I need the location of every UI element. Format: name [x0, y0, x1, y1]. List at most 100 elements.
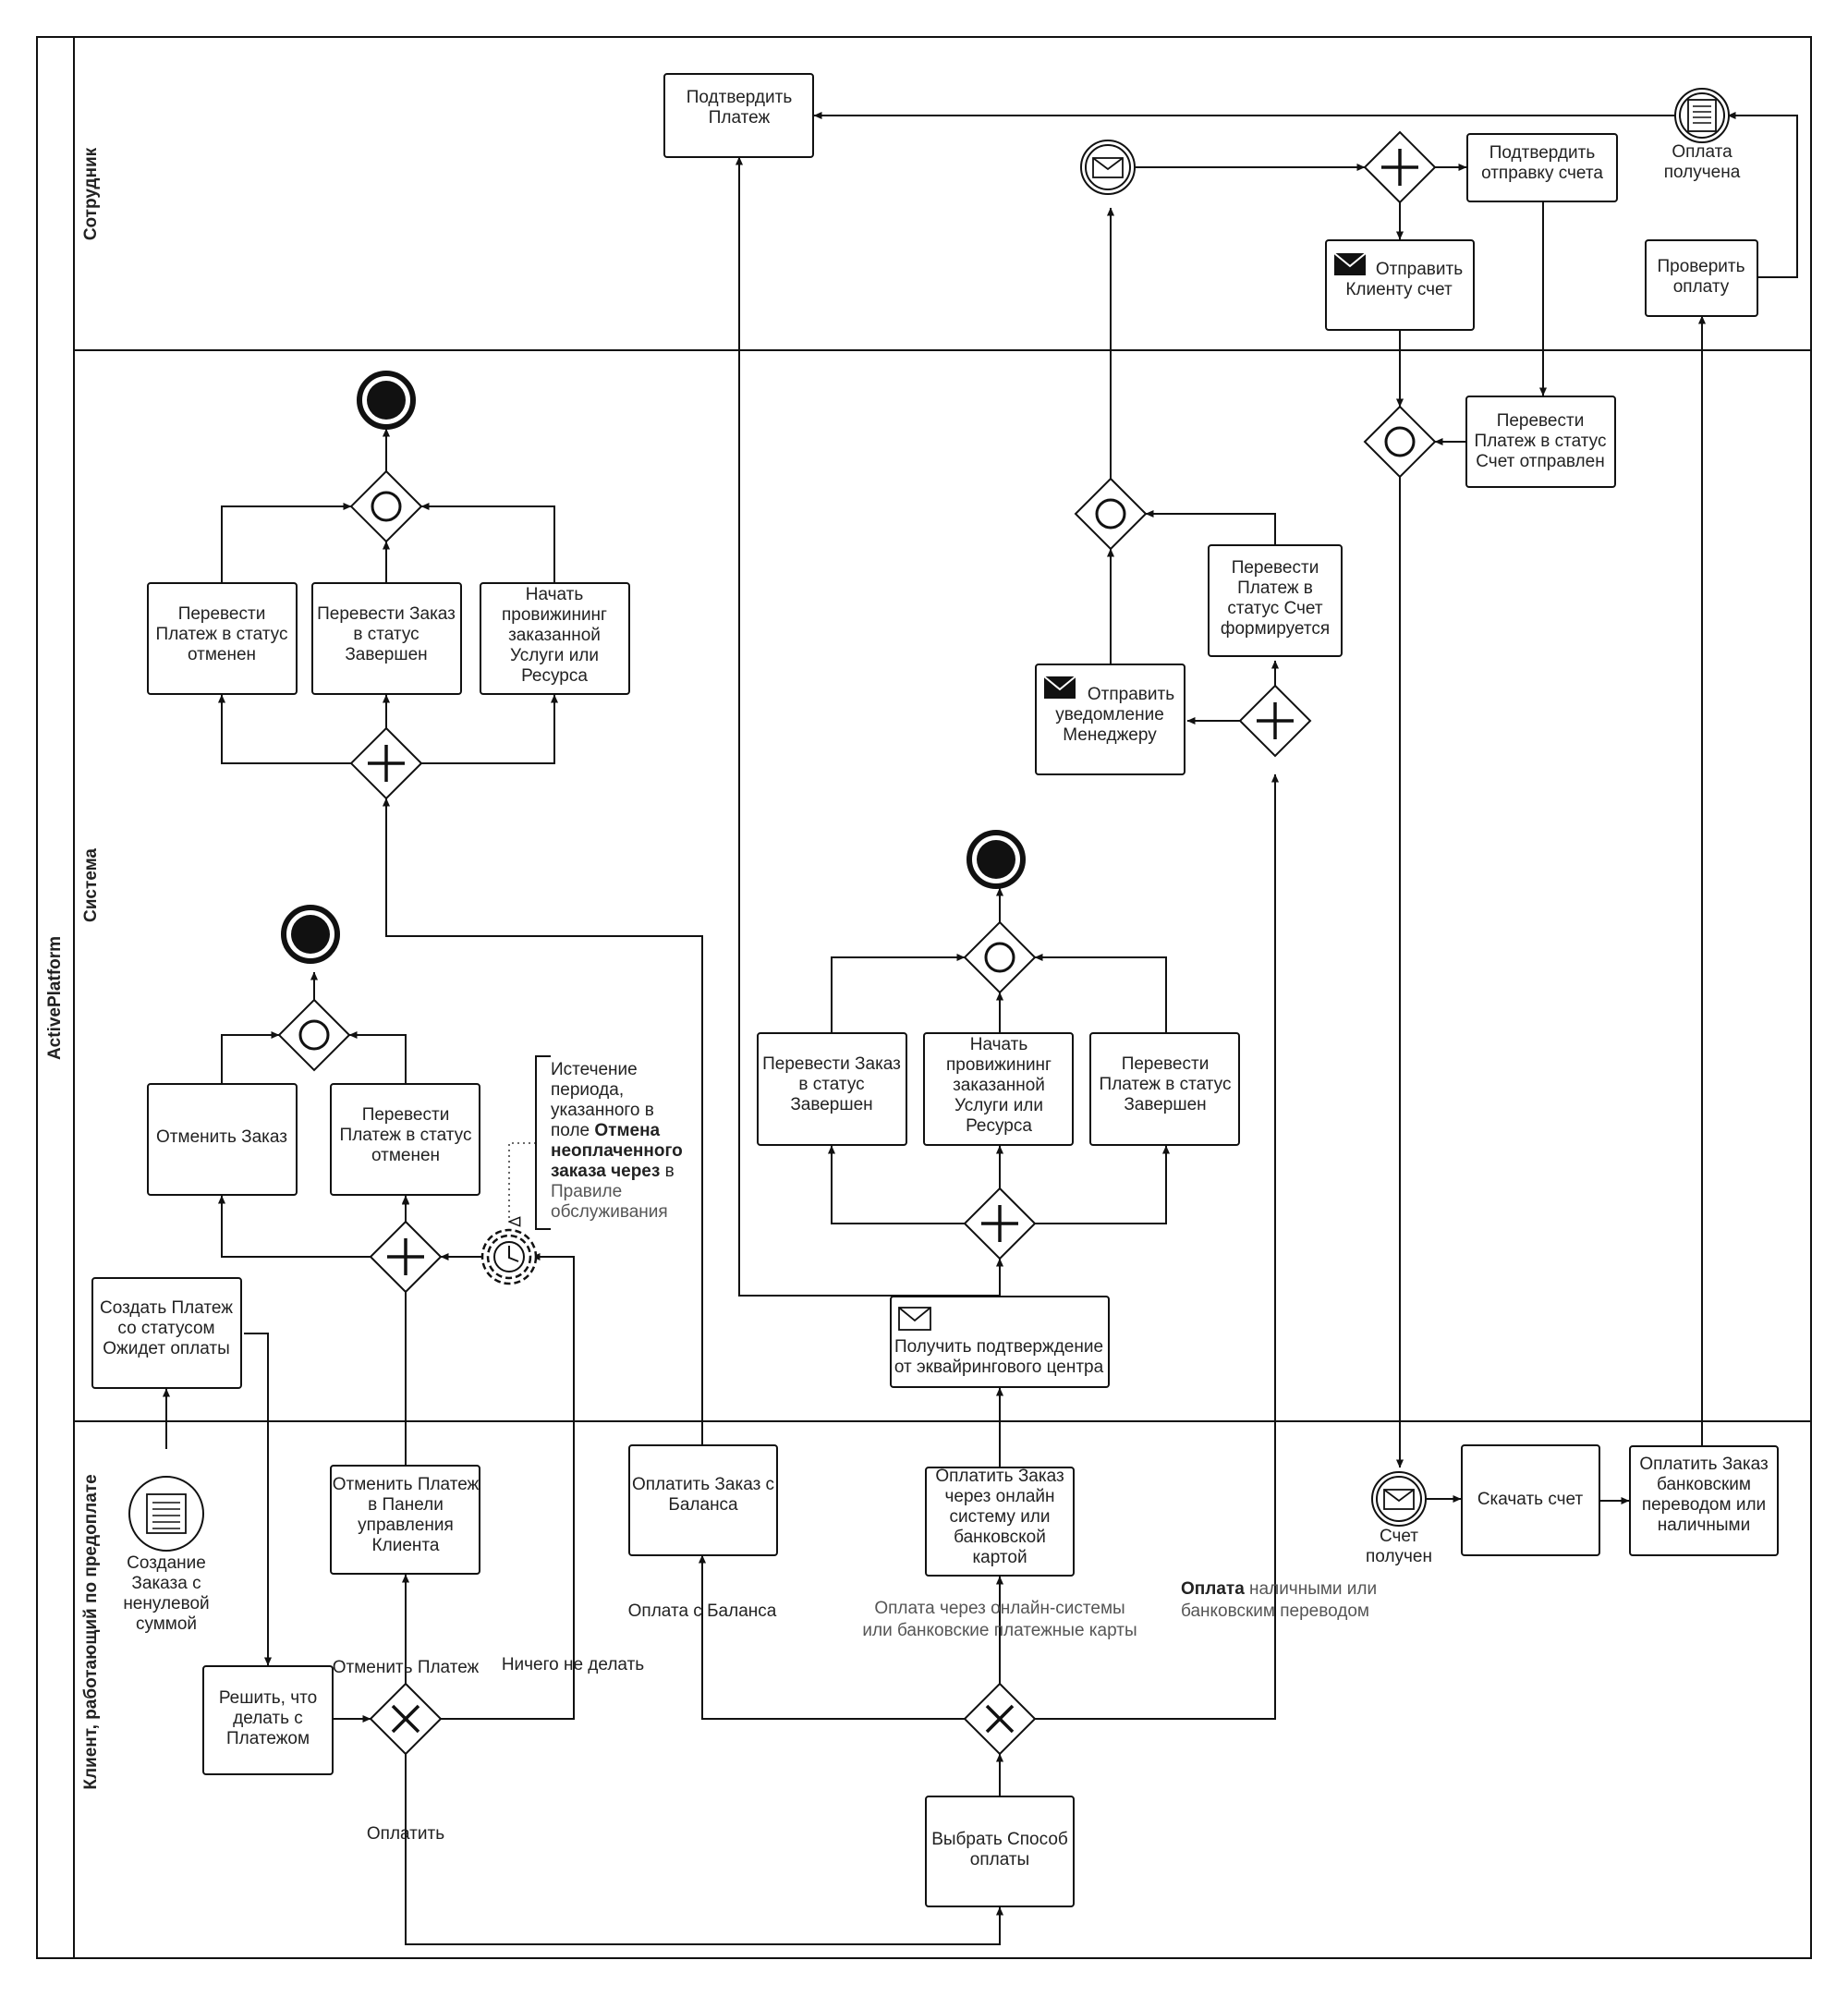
- task-pay-bank[interactable]: [1629, 1445, 1779, 1556]
- task-pay-online[interactable]: [925, 1467, 1075, 1577]
- task-create-payment[interactable]: [91, 1277, 242, 1389]
- flow: [827, 1145, 965, 1224]
- flow: [1145, 509, 1276, 548]
- flow-label: Оплатить: [367, 1824, 444, 1844]
- flow-label: Ничего не делать: [502, 1655, 644, 1674]
- flow: [405, 1754, 1004, 1945]
- task-decide-payment[interactable]: [202, 1665, 334, 1775]
- flow: [217, 1195, 371, 1258]
- flow: [221, 1030, 280, 1083]
- flow: [698, 1554, 965, 1720]
- flow: [217, 694, 351, 764]
- task-a-cancel-payment[interactable]: [147, 582, 298, 695]
- exclusive-gateway: [369, 1682, 443, 1756]
- annotation-line: заказа через в: [551, 1162, 675, 1181]
- parallel-gateway: [369, 1220, 443, 1294]
- task-label: Отменить Заказ: [156, 1127, 287, 1147]
- task-b-cancel-payment[interactable]: [330, 1083, 480, 1196]
- inclusive-gateway: [349, 469, 423, 543]
- inclusive-gateway: [1363, 405, 1437, 479]
- message-task-icons: [898, 252, 1367, 1331]
- tasks: [91, 73, 1779, 1907]
- flow: [244, 1333, 273, 1666]
- flow: [421, 694, 559, 764]
- flow: [1034, 953, 1167, 1032]
- flow: [221, 502, 352, 582]
- pool: ActivePlatform Сотрудник Система Клиент,…: [36, 36, 1812, 1959]
- flow: [382, 798, 703, 1444]
- flow-label: Отменить Платеж: [333, 1658, 480, 1677]
- filled-envelope-icon: [1333, 252, 1367, 275]
- task-choose-method[interactable]: [925, 1796, 1075, 1907]
- annotation-bold-part: Отмена: [594, 1121, 660, 1140]
- task-c-complete-payment[interactable]: [1089, 1032, 1240, 1146]
- message-intermediate-event: [1371, 1471, 1427, 1527]
- flow: [441, 1252, 575, 1720]
- events: [128, 88, 1730, 1552]
- flow: [831, 953, 966, 1032]
- flow-label: Оплата через онлайн-системы: [874, 1599, 1125, 1618]
- task-check-payment[interactable]: [1645, 239, 1758, 317]
- task-pay-balance[interactable]: [628, 1444, 778, 1556]
- parallel-gateway: [1363, 130, 1437, 204]
- annotation-part: в: [665, 1162, 675, 1181]
- annotation-line: поле Отмена: [551, 1121, 661, 1140]
- flow-label: Оплата наличными или: [1181, 1579, 1377, 1599]
- task-set-invoice-sent[interactable]: [1465, 396, 1616, 488]
- end-event: [967, 830, 1026, 889]
- flow: [420, 502, 555, 582]
- task-c-provisioning[interactable]: [923, 1032, 1074, 1146]
- task-a-provisioning[interactable]: [480, 582, 630, 695]
- annotation-part: поле: [551, 1121, 590, 1140]
- task-b-cancel-order[interactable]: [147, 1083, 298, 1196]
- flow-label: банковским переводом: [1181, 1601, 1369, 1621]
- flow-label-bold: Оплата: [1181, 1579, 1245, 1599]
- task-a-complete-order[interactable]: [311, 582, 462, 695]
- timer-event: [480, 1228, 538, 1285]
- task-acquiring-confirm[interactable]: [890, 1296, 1110, 1388]
- flow-label: Оплата с Баланса: [628, 1601, 777, 1621]
- annotation-line: периода,: [551, 1080, 624, 1100]
- timer-annotation: Истечение периода, указанного в поле Отм…: [551, 1060, 683, 1222]
- inclusive-gateway: [1074, 477, 1148, 551]
- task-confirm-payment[interactable]: [663, 73, 814, 158]
- task-set-invoice-forming[interactable]: [1208, 544, 1343, 657]
- document-icon: [146, 1493, 187, 1534]
- parallel-gateway: [963, 1187, 1037, 1260]
- envelope-icon: [1092, 157, 1124, 178]
- flow-label: или банковские платежные карты: [862, 1621, 1137, 1640]
- task-cancel-payment-cp[interactable]: [330, 1465, 480, 1575]
- task-download-invoice[interactable]: [1461, 1444, 1600, 1556]
- inclusive-gateway: [963, 920, 1037, 994]
- gateways: [277, 130, 1437, 1756]
- annotation-bold-part: заказа через: [551, 1162, 660, 1181]
- task-confirm-invoice-send[interactable]: [1466, 133, 1618, 202]
- lane-title-system: Система: [81, 848, 101, 922]
- pool-title: ActivePlatform: [45, 936, 65, 1060]
- task-c-complete-order[interactable]: [757, 1032, 907, 1146]
- conditional-intermediate-event: [1674, 88, 1730, 143]
- annotation-line: Истечение: [551, 1060, 638, 1079]
